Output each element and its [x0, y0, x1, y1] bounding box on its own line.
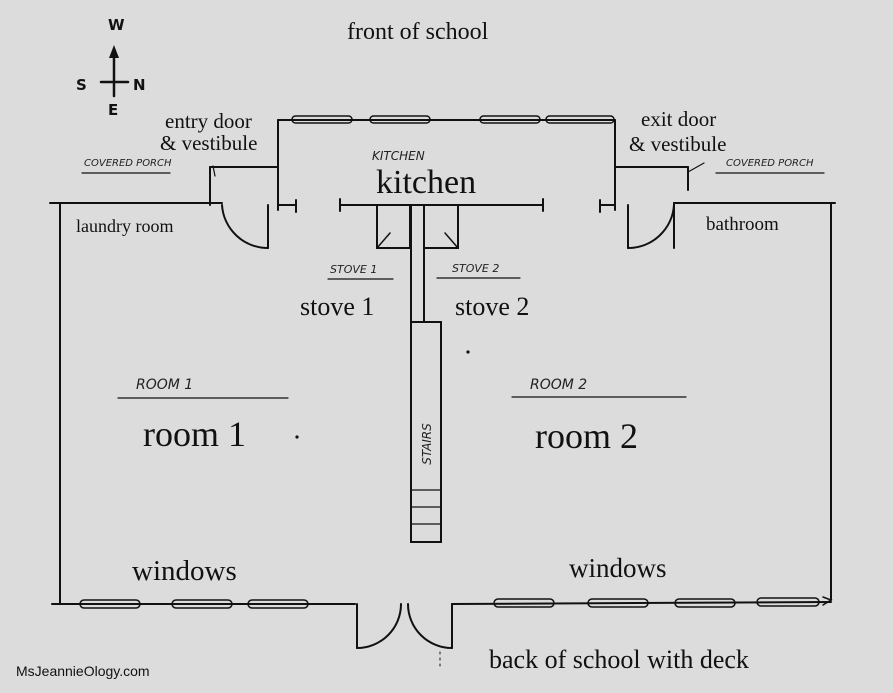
covered-porch-right-label: COVERED PORCH: [726, 158, 814, 169]
room1-handwritten-label: ROOM 1: [136, 377, 194, 393]
compass-rose: [99, 45, 130, 98]
front-wall: [277, 119, 616, 211]
compass-north: N: [133, 76, 146, 94]
hand-underlines: [81, 162, 825, 399]
room1-label: room 1: [143, 414, 246, 454]
compass-south: S: [76, 76, 87, 94]
entry-door-label: entry door: [165, 109, 252, 133]
entry-vestibule-label: & vestibule: [160, 131, 258, 155]
windows-left-label: windows: [132, 555, 237, 587]
site-credit: MsJeannieOlogy.com: [16, 663, 150, 679]
front-of-school-label: front of school: [347, 19, 489, 45]
stairs-label: STAIRS: [419, 423, 434, 465]
room2-label: room 2: [535, 416, 638, 456]
outer-walls: [49, 202, 836, 606]
entry-vestibule: [209, 166, 297, 250]
back-windows: [79, 597, 820, 609]
covered-porch-left-label: COVERED PORCH: [84, 158, 172, 169]
front-windows: [291, 115, 615, 124]
back-double-door: [356, 603, 453, 669]
exit-vestibule: [599, 166, 689, 250]
stove1-label: stove 1: [300, 292, 375, 321]
windows-right-label: windows: [569, 553, 667, 583]
stoves: [376, 204, 459, 249]
back-of-school-label: back of school with deck: [489, 645, 749, 674]
compass-east: E: [108, 101, 119, 119]
kitchen-label: kitchen: [376, 164, 477, 201]
kitchen-counter: [339, 198, 544, 212]
kitchen-handwritten-label: KITCHEN: [372, 149, 425, 163]
room2-handwritten-label: ROOM 2: [530, 377, 588, 393]
exit-door-label: exit door: [641, 107, 717, 131]
exit-vestibule-label: & vestibule: [629, 132, 727, 156]
stove2-handwritten-label: STOVE 2: [452, 262, 500, 275]
stairs-outline: [410, 204, 442, 543]
compass-west: W: [108, 16, 125, 34]
stove1-handwritten-label: STOVE 1: [330, 263, 378, 276]
stove2-label: stove 2: [455, 292, 530, 321]
laundry-room-label: laundry room: [76, 216, 174, 236]
bathroom-label: bathroom: [706, 214, 779, 235]
